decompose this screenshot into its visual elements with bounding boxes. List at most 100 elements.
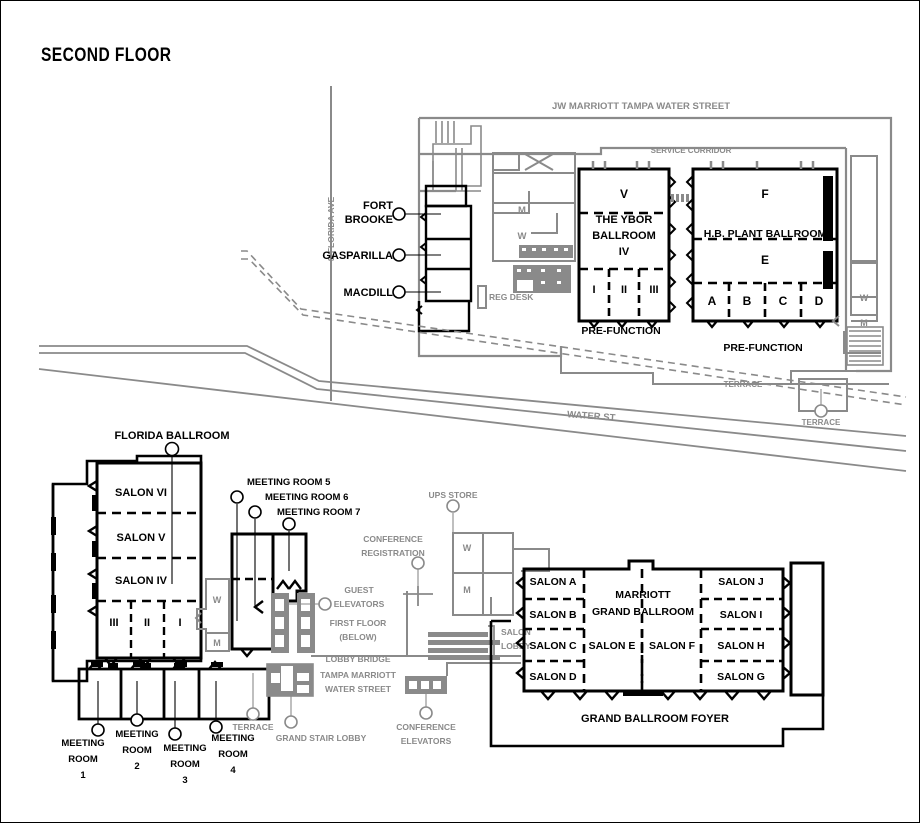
meeting-room-5-label: MEETING ROOM 5 (247, 477, 331, 488)
meeting-room-2-l1: MEETING (115, 729, 158, 740)
callout-macdill[interactable]: MACDILL (344, 285, 442, 299)
guest-elevators-l2: ELEVATORS (334, 599, 385, 609)
florida-mullions (51, 495, 97, 649)
restroom-m-upper: M (518, 205, 526, 216)
lower-plan-group: SALON VI SALON V SALON IV III II I (51, 430, 825, 786)
fort-brooke-gasparilla-macdill-rooms: REG DESK (415, 184, 534, 333)
meeting-room-4-l2: ROOM (218, 749, 248, 760)
salon-h-label: SALON H (717, 640, 764, 652)
callout-guest-elevators[interactable]: GUEST ELEVATORS (287, 585, 385, 611)
meeting-room-4-l3: 4 (230, 765, 236, 776)
terrace-grand-stair: TERRACE GRAND STAIR LOBBY (232, 663, 367, 743)
salon-b-label: SALON B (529, 609, 577, 621)
ybor-name-l1: THE YBOR (596, 214, 653, 226)
salon-i-label: SALON I (720, 609, 763, 621)
callout-gasparilla[interactable]: GASPARILLA (322, 248, 441, 262)
callout-meeting-room-2[interactable]: MEETING ROOM 2 (115, 681, 159, 772)
restroom-m-right: M (860, 318, 868, 328)
florida-sub-i: I (178, 617, 181, 629)
meeting-room-4-l1: MEETING (211, 733, 254, 744)
ybor-section-v: V (620, 187, 628, 201)
terrace-lower-label: TERRACE (232, 722, 273, 732)
callout-meeting-room-7[interactable]: MEETING ROOM 7 (277, 507, 360, 571)
callout-meeting-room-4[interactable]: MEETING ROOM 4 (209, 681, 255, 776)
meeting-room-2-l3: 2 (134, 761, 139, 772)
salon-c-label: SALON C (529, 640, 577, 652)
ybor-section-ii: II (621, 284, 627, 296)
reg-desk-label: REG DESK (489, 292, 534, 302)
hb-section-b: B (743, 294, 752, 308)
salon-lobby-l1: SALON (501, 627, 531, 637)
hb-section-d: D (815, 294, 824, 308)
hb-plant-name: H.B. PLANT BALLROOM (704, 228, 827, 240)
first-floor-below-l2: (BELOW) (339, 632, 376, 642)
grand-stair-lobby-block (266, 663, 314, 697)
terrace-right-dot[interactable] (814, 404, 828, 418)
hb-prefunction-label: PRE-FUNCTION (723, 342, 802, 354)
upper-stair-block (432, 121, 482, 192)
conference-registration-l1: CONFERENCE (363, 534, 423, 544)
tampa-marriott-l2: WATER STREET (325, 684, 392, 694)
callout-ups-store[interactable]: UPS STORE (429, 490, 478, 533)
meeting-rooms-1-4: MEETING ROOM 1 MEETING ROOM 2 MEETING RO… (61, 660, 271, 786)
upper-right-stair-hatch (846, 326, 884, 366)
s-florida-ave-label: S FLORIDA AVE (326, 196, 336, 261)
terrace-label-right: TERRACE (802, 418, 841, 427)
conference-registration-l2: REGISTRATION (361, 548, 425, 558)
restroom-m-center: M (463, 585, 471, 595)
hb-section-c: C (779, 294, 788, 308)
meeting-room-6-label: MEETING ROOM 6 (265, 492, 348, 503)
salon-g-label: SALON G (717, 671, 765, 683)
salon-j-label: SALON J (718, 576, 764, 588)
callout-meeting-room-6[interactable]: MEETING ROOM 6 (248, 492, 348, 606)
callout-fort-brooke[interactable]: FORT BROOKE (345, 200, 441, 226)
callout-florida-ballroom[interactable]: FLORIDA BALLROOM (114, 430, 230, 584)
callout-meeting-room-1[interactable]: MEETING ROOM 1 (61, 681, 105, 781)
meeting-room-7-label: MEETING ROOM 7 (277, 507, 360, 518)
hb-plant-ballroom: F H.B. PLANT BALLROOM E A B C D PRE-FUNC… (685, 161, 839, 354)
guest-elevators-l1: GUEST (344, 585, 374, 595)
restroom-w-center: W (463, 543, 472, 553)
salon-iv-label: SALON IV (115, 575, 168, 587)
terrace-lower-dot[interactable] (246, 707, 260, 721)
salon-d-label: SALON D (529, 671, 577, 683)
callout-conference-elevators[interactable]: CONFERENCE ELEVATORS (396, 676, 456, 746)
ybor-section-iii: III (649, 284, 658, 296)
water-street-roadway: TERRACE TERRACE WATER ST (38, 250, 907, 472)
meeting-room-1-l1: MEETING (61, 738, 104, 749)
lower-elevator-shafts (271, 593, 315, 653)
building-title-jw: JW MARRIOTT TAMPA WATER STREET (552, 101, 730, 112)
meeting-room-2-l2: ROOM (122, 745, 152, 756)
upper-stair-texture (519, 245, 573, 258)
meeting-room-1-l3: 1 (80, 770, 86, 781)
lower-left-restrooms: W M (194, 578, 315, 653)
grand-stair-lobby-dot[interactable] (284, 715, 298, 729)
ybor-prefunction-label: PRE-FUNCTION (581, 325, 660, 337)
salon-lobby-l2: LOBBY (501, 641, 531, 651)
conference-elevators-l1: CONFERENCE (396, 722, 456, 732)
meeting-rooms-5-7-building: MEETING ROOM 5 MEETING ROOM 6 MEETING RO… (230, 477, 360, 658)
grand-stair-lobby-label: GRAND STAIR LOBBY (276, 733, 367, 743)
upper-callouts: FORT BROOKE GASPARILLA MACDILL (322, 200, 441, 299)
callout-meeting-room-5[interactable]: MEETING ROOM 5 (230, 477, 331, 621)
restroom-w-upper: W (518, 231, 527, 242)
florida-sub-ii: II (144, 617, 150, 629)
upper-right-service: W M (831, 155, 884, 366)
between-ballrooms-hatch (671, 194, 689, 202)
callout-fort-brooke-label-l2: BROOKE (345, 214, 393, 226)
meeting-room-1-l2: ROOM (68, 754, 98, 765)
callout-florida-ballroom-label: FLORIDA BALLROOM (114, 430, 229, 442)
grand-ballroom-name-l2: GRAND BALLROOM (592, 606, 694, 618)
callout-conference-registration[interactable]: CONFERENCE REGISTRATION (361, 534, 433, 606)
upper-plan-group: JW MARRIOTT TAMPA WATER STREET S FLORIDA… (322, 86, 893, 401)
callout-meeting-room-3[interactable]: MEETING ROOM 3 (163, 681, 207, 786)
lobby-bridge-label: LOBBY BRIDGE (325, 654, 390, 664)
upper-service-rooms: M W (492, 152, 576, 293)
salon-v-label: SALON V (117, 532, 167, 544)
restroom-w-lower-left: W (213, 595, 222, 605)
first-floor-below-l1: FIRST FLOOR (330, 618, 387, 628)
salon-e-label: SALON E (589, 640, 636, 652)
restroom-m-lower-left: M (213, 638, 221, 648)
terrace-label-upper: TERRACE (724, 380, 763, 389)
